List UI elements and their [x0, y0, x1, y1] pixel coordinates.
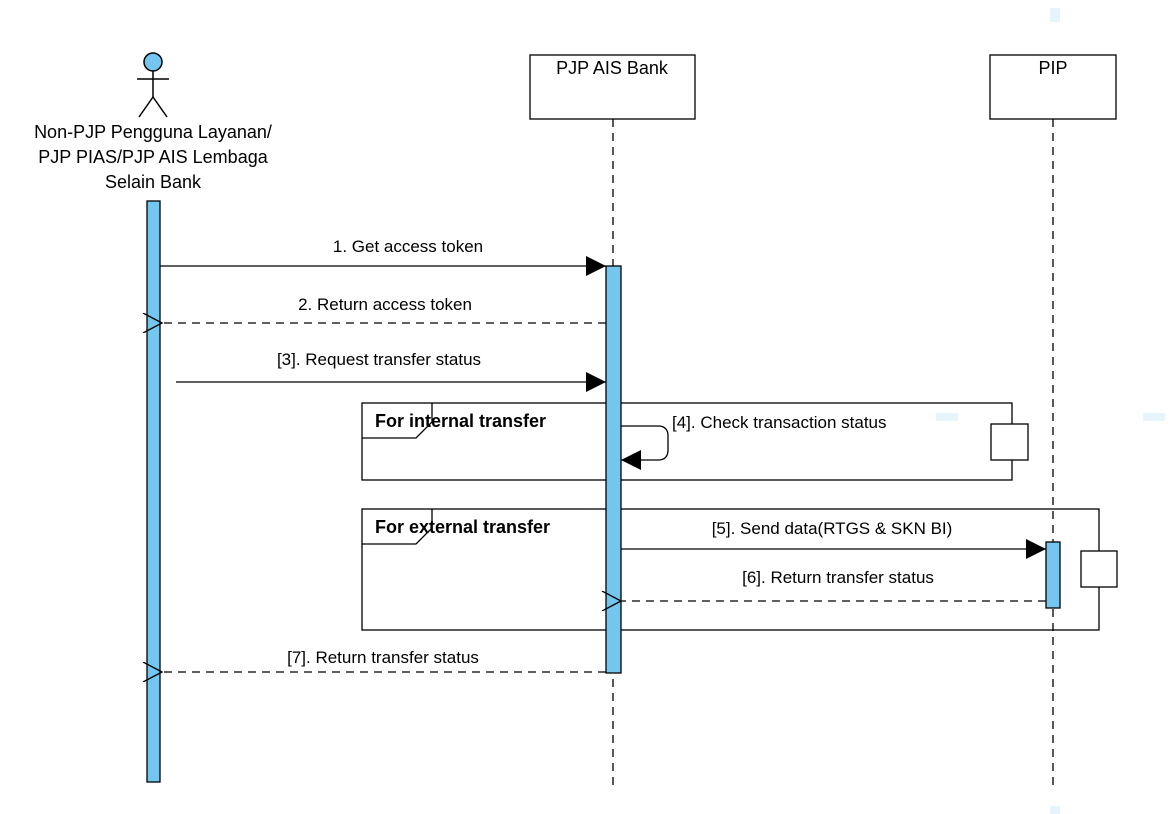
- frame-external: For external transfer: [361, 508, 1118, 631]
- message-5: [5]. Send data(RTGS & SKN BI): [621, 519, 1046, 559]
- message-1-label: 1. Get access token: [333, 237, 483, 256]
- frame-internal-label: For internal transfer: [375, 411, 546, 431]
- message-6: [6]. Return transfer status: [621, 568, 1046, 601]
- watermark-mark: [1050, 806, 1060, 814]
- actor-user-label-line-3: Selain Bank: [105, 172, 202, 192]
- watermark-mark: [936, 413, 958, 421]
- message-5-label: [5]. Send data(RTGS & SKN BI): [712, 519, 953, 538]
- message-4-arrow: [621, 425, 669, 470]
- frame-external-tab: [362, 509, 433, 545]
- message-7: [7]. Return transfer status: [162, 648, 606, 672]
- message-4: [4]. Check transaction status: [621, 413, 887, 470]
- actor-right-leg: [152, 96, 168, 118]
- actor-user-label-line-2: PJP PIAS/PJP AIS Lembaga: [38, 147, 268, 167]
- activation-user: [146, 200, 161, 783]
- actor-head: [143, 52, 163, 72]
- frame-external-side-box: [1080, 550, 1118, 588]
- message-2-label: 2. Return access token: [298, 295, 472, 314]
- watermark-mark: [1143, 413, 1165, 421]
- message-7-label: [7]. Return transfer status: [287, 648, 479, 667]
- activation-pip: [1045, 541, 1061, 609]
- participant-bank-box: [529, 54, 696, 120]
- actor-left-leg: [138, 96, 154, 118]
- frame-internal-side-box: [990, 423, 1029, 461]
- actor-user-label-line-1: Non-PJP Pengguna Layanan/: [34, 122, 272, 142]
- frame-external-label: For external transfer: [375, 517, 550, 537]
- watermark-fragments: [936, 8, 1165, 814]
- participant-pip-label: PIP: [1038, 58, 1067, 78]
- frame-internal: For internal transfer: [361, 402, 1029, 481]
- participant-pip: PIP: [989, 54, 1117, 785]
- message-3-label: [3]. Request transfer status: [277, 350, 481, 369]
- participant-bank-label: PJP AIS Bank: [556, 58, 669, 78]
- frame-internal-tab: [362, 403, 433, 439]
- actor-user: Non-PJP Pengguna Layanan/ PJP PIAS/PJP A…: [34, 52, 272, 192]
- watermark-mark: [1050, 8, 1060, 22]
- message-6-label: [6]. Return transfer status: [742, 568, 934, 587]
- participant-bank: PJP AIS Bank: [529, 54, 696, 785]
- message-4-label: [4]. Check transaction status: [672, 413, 887, 432]
- message-2: 2. Return access token: [162, 295, 606, 323]
- message-3: [3]. Request transfer status: [176, 350, 606, 392]
- participant-pip-box: [989, 54, 1117, 120]
- activation-bank: [605, 265, 622, 674]
- message-1: 1. Get access token: [160, 237, 606, 276]
